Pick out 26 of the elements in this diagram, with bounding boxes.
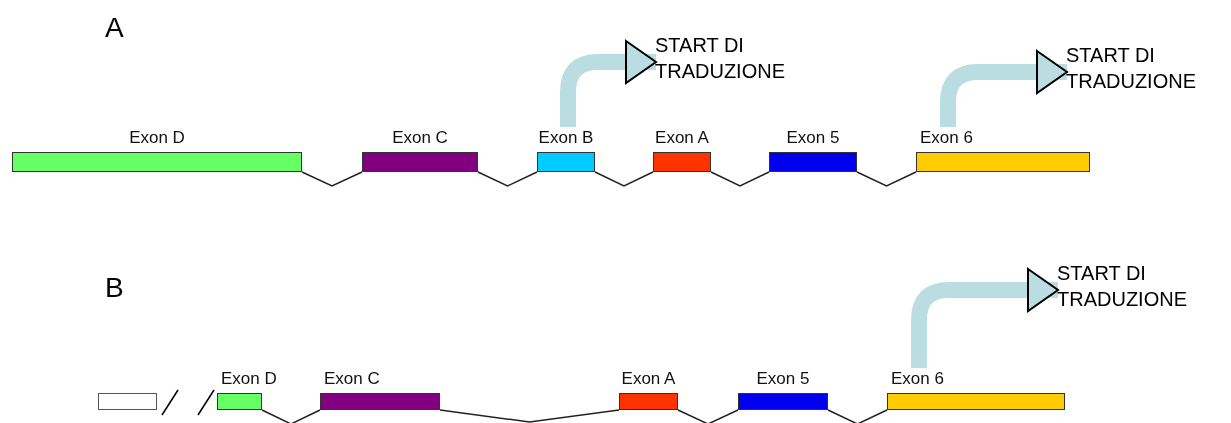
intron-line — [856, 171, 917, 187]
panel-label: B — [105, 272, 124, 304]
start-arrow — [911, 268, 1059, 368]
intron-line — [261, 409, 321, 423]
exon-label: Exon D — [221, 369, 277, 389]
intron-line — [439, 409, 620, 423]
exon-label: Exon A — [621, 369, 676, 389]
intron-line — [594, 171, 654, 187]
intron-line — [301, 171, 363, 187]
exon-label: Exon C — [324, 369, 380, 389]
exon-label: Exon C — [392, 128, 448, 148]
exon-label: Exon A — [655, 128, 709, 148]
exon-label: Exon 6 — [920, 128, 973, 148]
intron-line — [477, 171, 538, 187]
exon-label: Exon 5 — [786, 128, 840, 148]
exon-label: Exon 5 — [756, 369, 810, 389]
exon-label: Exon 6 — [891, 369, 944, 389]
exon-label: Exon D — [129, 128, 185, 148]
annotation-text: START DI TRADUZIONE — [1066, 42, 1194, 94]
panel-label: A — [105, 12, 124, 44]
intron-line — [827, 409, 888, 423]
intron-line — [677, 409, 739, 423]
intron-line — [710, 171, 770, 187]
annotation-text: START DI TRADUZIONE — [655, 32, 783, 84]
annotation-text: START DI TRADUZIONE — [1057, 260, 1185, 312]
exon-label: Exon B — [538, 128, 594, 148]
